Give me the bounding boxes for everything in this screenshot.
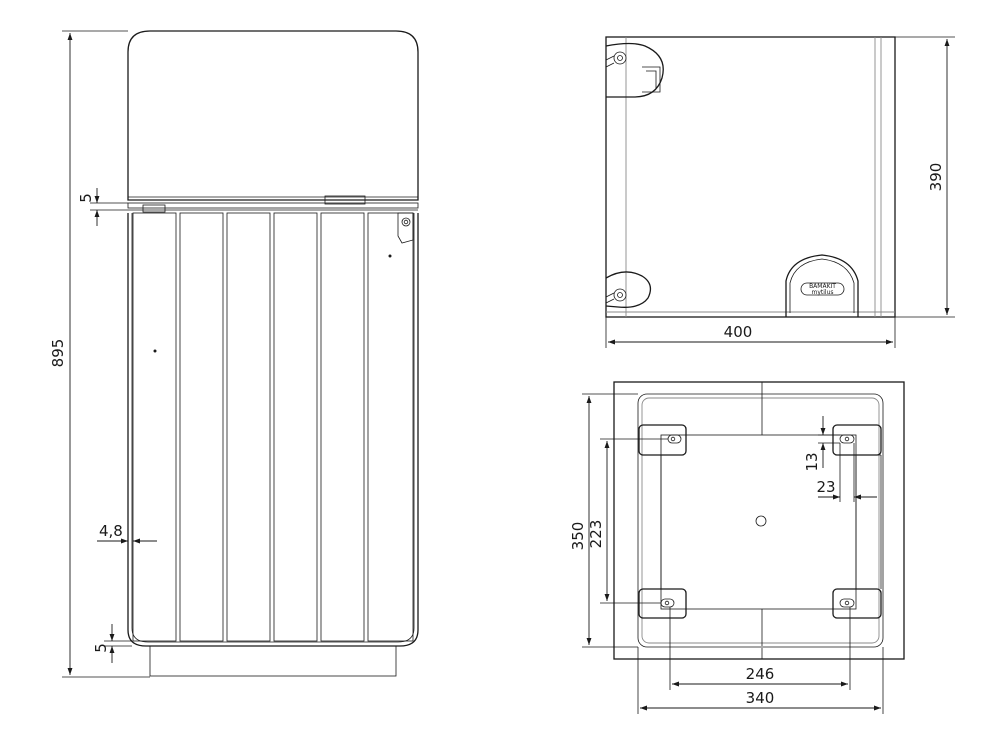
slot-icon bbox=[660, 598, 675, 608]
rivet bbox=[388, 254, 392, 258]
nameplate: BAMAKIT mytilus bbox=[785, 254, 859, 317]
dim-hole-spacing-x: 246 bbox=[746, 665, 775, 683]
dim-base-outer: 350 bbox=[569, 522, 587, 551]
bottom-outer bbox=[613, 381, 905, 660]
plate-text-2: mytilus bbox=[811, 289, 833, 296]
slat bbox=[226, 212, 271, 642]
dim-base-width: 340 bbox=[746, 689, 775, 707]
slats bbox=[132, 212, 414, 642]
front-view bbox=[127, 30, 419, 677]
dim-hole-spacing-y: 223 bbox=[587, 520, 605, 549]
dim-top-depth: 390 bbox=[927, 163, 945, 192]
dim-lid-gap: 5 bbox=[77, 193, 95, 203]
slat bbox=[320, 212, 365, 642]
slat bbox=[132, 212, 177, 642]
top-view-outline bbox=[605, 36, 896, 318]
foot-bottom-left bbox=[638, 588, 687, 619]
rivet bbox=[153, 349, 157, 353]
lid-outline bbox=[127, 30, 419, 201]
dim-slot-height: 13 bbox=[803, 452, 821, 471]
bottom-view bbox=[613, 381, 905, 660]
slat bbox=[179, 212, 224, 642]
slot-icon bbox=[839, 598, 855, 608]
base-plate bbox=[660, 434, 857, 610]
base bbox=[149, 645, 397, 677]
top-dimensions: 390 400 bbox=[605, 36, 955, 348]
dim-top-width: 400 bbox=[724, 323, 753, 341]
dim-bottom-gap: 5 bbox=[92, 643, 110, 653]
center-hole bbox=[755, 515, 767, 527]
slot-icon bbox=[839, 434, 855, 444]
dim-total-height: 895 bbox=[49, 339, 67, 368]
foot-bottom-right bbox=[832, 588, 882, 619]
logo-plate bbox=[800, 282, 845, 296]
dim-slot-offset: 23 bbox=[816, 478, 835, 496]
hinge-strip bbox=[127, 202, 419, 209]
top-view: BAMAKIT mytilus bbox=[605, 36, 896, 318]
dim-slat-gap: 4,8 bbox=[99, 522, 123, 540]
hinge-bottom-left-icon bbox=[605, 271, 652, 308]
hinge-top-left-icon bbox=[605, 42, 664, 98]
body-frame bbox=[127, 213, 419, 647]
front-dimensions: 895 5 4,8 5 bbox=[49, 30, 157, 678]
body-frame-inner bbox=[131, 213, 415, 643]
slat bbox=[273, 212, 318, 642]
hinge-right bbox=[324, 195, 366, 205]
plate-text-1: BAMAKIT bbox=[809, 283, 836, 290]
slat bbox=[367, 212, 414, 642]
foot-top-left bbox=[638, 424, 687, 456]
bottom-inner-rim bbox=[637, 393, 884, 648]
hinge-left bbox=[142, 204, 166, 213]
latch-icon bbox=[397, 212, 414, 244]
bottom-dimensions: 350 223 13 23 246 340 bbox=[569, 393, 884, 714]
